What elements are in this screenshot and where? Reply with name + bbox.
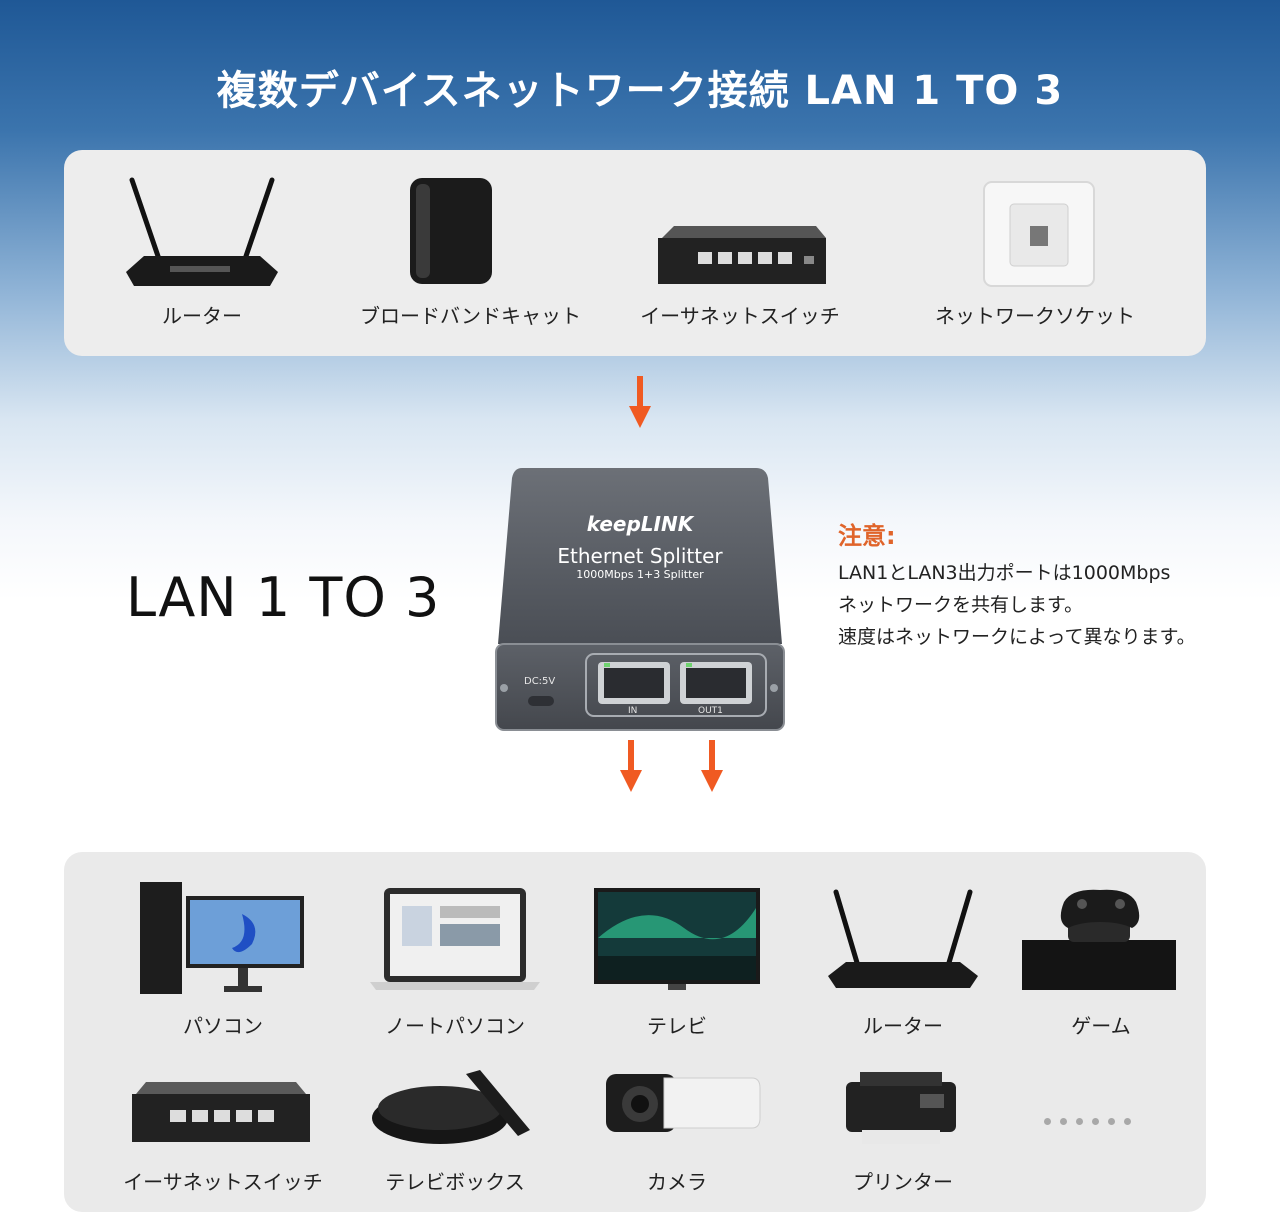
splitter-body — [495, 468, 785, 731]
ethernet-switch-icon — [658, 226, 826, 284]
network-socket-icon — [983, 181, 1095, 287]
ethernet-splitter-product: keepLINK Ethernet Splitter 1000Mbps 1+3 … — [494, 464, 786, 734]
security-camera-icon — [606, 1074, 761, 1132]
note-title: 注意: — [838, 522, 896, 550]
note-line-3: 速度はネットワークによって異なります。 — [838, 626, 1196, 648]
source-switch: イーサネットスイッチ — [640, 176, 840, 328]
modem-icon — [410, 178, 492, 284]
tv-box-icon — [372, 1070, 530, 1144]
destination-laptop: ノートパソコン — [362, 878, 548, 1038]
power-label: DC:5V — [524, 676, 556, 687]
source-label-router: ルーター — [162, 304, 242, 328]
destination-printer: プリンター — [810, 1064, 996, 1204]
product-spec: 1000Mbps 1+3 Splitter — [576, 568, 704, 581]
game-console-icon — [1022, 889, 1176, 990]
destination-label-switch: イーサネットスイッチ — [123, 1170, 323, 1194]
product-brand: keepLINK — [586, 512, 694, 536]
source-label-modem: ブロードバンドキャット — [360, 304, 581, 328]
rj45-port-out1 — [680, 662, 752, 704]
destination-game: ゲーム — [1008, 878, 1194, 1038]
desktop-pc-icon — [140, 882, 304, 994]
source-label-switch: イーサネットスイッチ — [640, 304, 840, 328]
destination-tv: テレビ — [584, 878, 770, 1038]
source-socket: ネットワークソケット — [930, 176, 1140, 328]
source-devices-panel: ルーター ブロードバンドキャット イーサネットスイッチ ネットワーク — [64, 150, 1206, 356]
ethernet-switch-icon — [132, 1082, 310, 1142]
destination-label-pc: パソコン — [183, 1014, 263, 1038]
arrow-down-icon — [701, 740, 723, 792]
tv-icon — [594, 888, 760, 990]
arrow-down-icon — [620, 740, 642, 792]
destination-router: ルーター — [810, 878, 996, 1038]
more-devices-ellipsis — [1044, 1110, 1140, 1129]
router-icon — [126, 177, 278, 286]
destination-label-tvbox: テレビボックス — [385, 1170, 525, 1194]
destination-tvbox: テレビボックス — [362, 1064, 548, 1204]
destination-pc: パソコン — [130, 878, 316, 1038]
port-out1-label: OUT1 — [698, 706, 723, 716]
source-router: ルーター — [120, 176, 284, 328]
printer-icon — [846, 1072, 956, 1144]
lan-1-to-3-label: LAN 1 TO 3 — [126, 566, 441, 629]
destination-label-camera: カメラ — [647, 1170, 707, 1194]
source-modem: ブロードバンドキャット — [360, 176, 581, 328]
note-line-1: LAN1とLAN3出力ポートは1000Mbps — [838, 562, 1171, 584]
rj45-port-in — [598, 662, 670, 704]
page-title: 複数デバイスネットワーク接続 LAN 1 TO 3 — [216, 68, 1064, 114]
destination-label-router: ルーター — [863, 1014, 943, 1038]
destination-label-tv: テレビ — [647, 1014, 707, 1038]
arrow-down-icon — [629, 376, 651, 428]
destination-camera: カメラ — [584, 1064, 770, 1204]
note-line-2: ネットワークを共有します。 — [838, 594, 1084, 616]
destination-label-printer: プリンター — [853, 1170, 953, 1194]
product-name: Ethernet Splitter — [557, 544, 723, 568]
destination-switch: イーサネットスイッチ — [120, 1064, 326, 1204]
destination-label-laptop: ノートパソコン — [385, 1014, 525, 1038]
port-in-label: IN — [628, 706, 638, 716]
destination-label-game: ゲーム — [1071, 1014, 1131, 1038]
destination-devices-panel: パソコン ノートパソコン テレビ ルーター — [64, 852, 1206, 1212]
source-label-socket: ネットワークソケット — [935, 304, 1135, 328]
router-icon — [828, 889, 978, 988]
laptop-icon — [370, 888, 540, 990]
